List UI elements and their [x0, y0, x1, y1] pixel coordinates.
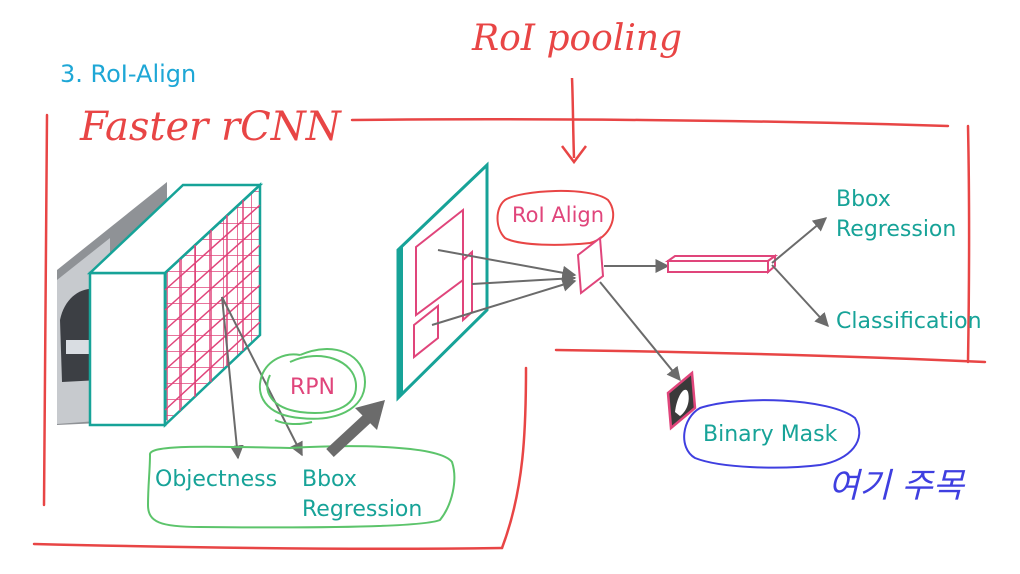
heading: 3. RoI-Align — [60, 60, 196, 88]
head-bbox-label-1: Bbox — [836, 187, 891, 212]
feature-map-cube — [86, 182, 264, 428]
faster-rcnn-annotation: Faster rCNN — [79, 104, 343, 150]
roi-pooling-arrow — [570, 77, 576, 159]
rpn-to-proposals-arrow — [326, 411, 374, 458]
rpn-scribble — [258, 348, 367, 426]
roi-align-loop — [496, 189, 615, 246]
roi-arrow-3 — [431, 278, 577, 326]
roi-align-box — [576, 236, 605, 295]
roi-align-label: RoI Align — [512, 203, 604, 227]
binary-mask-loop — [683, 399, 861, 469]
cls-head-arrow — [771, 264, 829, 328]
binary-mask-label: Binary Mask — [703, 422, 838, 447]
rpn-bbox-label-2: Regression — [302, 497, 422, 522]
classification-label: Classification — [836, 309, 982, 334]
mask-thumbnail — [666, 370, 697, 431]
roi-arrow-2 — [471, 271, 577, 286]
proposal-feature-map — [396, 161, 489, 402]
roi-arrow-1 — [437, 249, 577, 280]
mask-branch-arrow — [599, 281, 681, 382]
handwritten-note: 여기 주목 — [828, 466, 966, 506]
faster-rcnn-frame — [32, 113, 987, 551]
rpn-label: RPN — [290, 375, 335, 400]
rpn-output-loop — [146, 445, 456, 529]
rpn-bbox-label-1: Bbox — [302, 467, 357, 492]
head-bbox-label-2: Regression — [836, 217, 956, 242]
roi-pooling-annotation: RoI pooling — [471, 18, 682, 59]
objectness-label: Objectness — [155, 467, 277, 492]
fc-vector — [664, 254, 779, 275]
bbox-head-arrow — [771, 217, 828, 264]
objectness-arrow — [221, 296, 244, 460]
